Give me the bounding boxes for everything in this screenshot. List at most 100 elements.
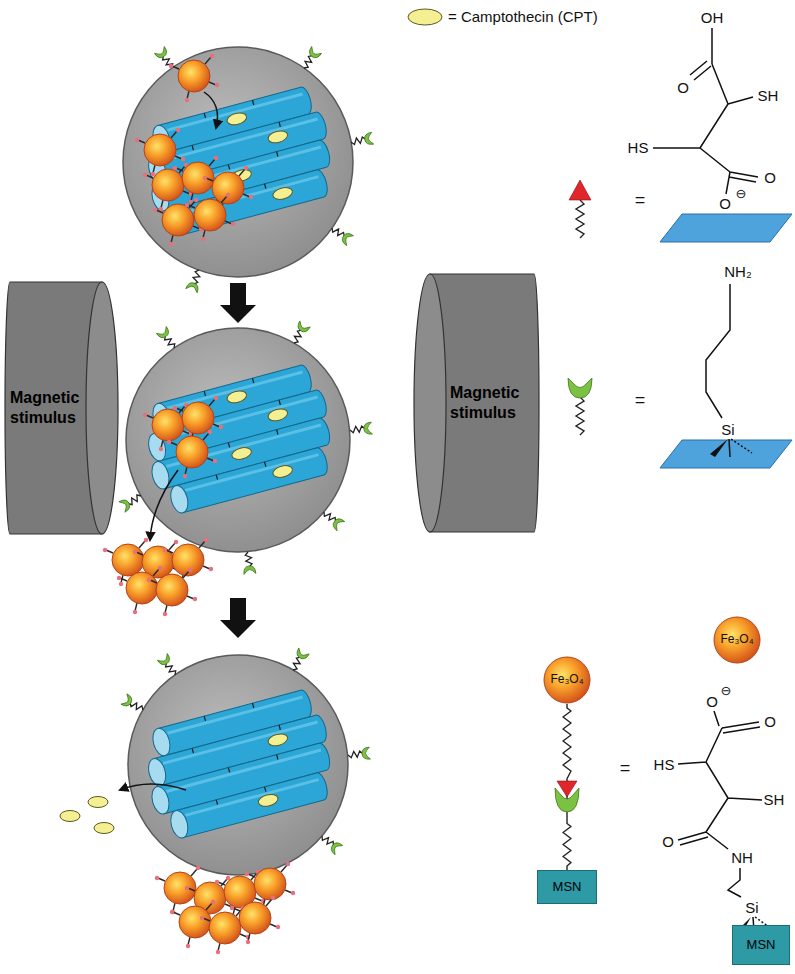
chem-label: ⊖	[720, 684, 733, 698]
amine-group	[289, 321, 310, 346]
linker-triangle	[557, 781, 577, 797]
cpt-molecule	[267, 129, 289, 145]
label-anchor: Si	[744, 899, 759, 917]
amine-group	[157, 654, 179, 679]
chem-label: O	[718, 196, 732, 212]
drug-release-arrow	[120, 784, 186, 790]
amine-group	[242, 551, 256, 574]
particle-body	[714, 617, 760, 663]
node-text: MSN	[747, 938, 776, 952]
label-anchor: O	[763, 169, 777, 187]
amine-group	[119, 491, 144, 512]
amine-group	[156, 327, 178, 352]
cpt-molecule	[272, 464, 294, 480]
chem-label: ⊖	[735, 187, 748, 201]
amine-group	[299, 47, 321, 72]
chem-label: Si	[720, 422, 735, 438]
pore-channels	[135, 687, 344, 843]
label-anchor: Si	[720, 421, 735, 439]
label-anchor: ⊖	[735, 184, 748, 202]
cpt-released	[88, 797, 108, 808]
chem-label: Si	[744, 900, 759, 916]
fe3o4-released	[147, 568, 197, 616]
surface-plane	[660, 440, 792, 468]
chemical-bonds	[706, 284, 730, 418]
chem-label: NH₂	[723, 264, 753, 280]
silica-nanoparticle	[123, 47, 353, 277]
msn-box: MSN	[537, 870, 597, 904]
silica-shell	[123, 47, 353, 277]
fe3o4-cap	[167, 430, 217, 478]
label-anchor: HS	[627, 139, 650, 157]
chemical-bonds	[678, 711, 762, 897]
cpt-released	[60, 811, 80, 822]
label-anchor: NH₂	[723, 263, 753, 281]
label-anchor: SH	[763, 791, 786, 809]
chem-label: HS	[627, 140, 650, 156]
amine-group	[347, 747, 370, 761]
node-text: Fe₃O₄	[720, 633, 753, 646]
cpt-molecule	[267, 407, 289, 423]
fe3o4-particle: Fe₃O₄	[713, 616, 761, 664]
amine-cup	[568, 378, 592, 398]
linker-zigzag	[576, 200, 584, 238]
surface-plane	[660, 214, 792, 242]
label-anchor: SH	[757, 87, 780, 105]
cpt-molecule	[226, 111, 248, 127]
label-anchor: =	[634, 191, 647, 210]
chem-label: O	[763, 170, 777, 186]
label-anchor: HS	[653, 756, 676, 774]
release-arrow	[150, 470, 178, 540]
chem-label: HS	[653, 757, 676, 773]
chem-label: =	[619, 759, 632, 778]
chem-label: =	[634, 191, 647, 210]
step-arrow	[220, 598, 256, 638]
node-text: Magnetic stimulus	[450, 383, 528, 423]
silica-shell	[126, 328, 350, 552]
chem-label: SH	[763, 792, 786, 808]
step-arrow	[220, 283, 256, 323]
label-anchor: O	[705, 693, 719, 711]
chem-label: O	[763, 714, 777, 730]
label-anchor: NH	[730, 849, 754, 867]
cpt-legend-sample	[408, 9, 442, 25]
cpt-molecule	[272, 186, 294, 202]
label-anchor: O	[718, 195, 732, 213]
cpt-molecule	[267, 732, 289, 748]
fe3o4-released	[230, 896, 280, 944]
cpt-molecule	[226, 389, 248, 405]
chem-label: O	[676, 80, 690, 96]
pore-channels	[135, 362, 344, 518]
chemical-bonds	[729, 439, 730, 457]
pore-bundle	[135, 362, 344, 518]
fe3o4-cap	[185, 193, 235, 241]
magnet-face	[414, 274, 446, 532]
pore-bundle	[135, 687, 344, 843]
hashed-bond	[731, 439, 752, 453]
silica-nanoparticle	[126, 328, 350, 552]
silica-shell	[128, 655, 348, 875]
label-anchor: = Camptothecin (CPT)	[447, 8, 599, 26]
label-anchor: =	[619, 759, 632, 778]
linker-triangle	[569, 180, 591, 200]
cpt-molecule	[231, 446, 253, 462]
chemical-bonds	[653, 28, 758, 194]
node-text: Fe₃O₄	[550, 673, 583, 686]
chem-label: =	[634, 391, 647, 410]
magnet-outline	[410, 272, 542, 534]
fe3o4-cap	[169, 54, 219, 102]
wedge-bond	[710, 439, 728, 457]
magnet-plate: Magnetic stimulus	[410, 272, 542, 534]
amine-group	[350, 132, 374, 148]
label-anchor: O	[763, 713, 777, 731]
amine-group	[349, 422, 372, 436]
linker-zigzag	[576, 397, 584, 435]
amine-group	[318, 831, 343, 854]
msn-box: MSN	[732, 925, 790, 965]
fe3o4-particle: Fe₃O₄	[543, 656, 591, 704]
